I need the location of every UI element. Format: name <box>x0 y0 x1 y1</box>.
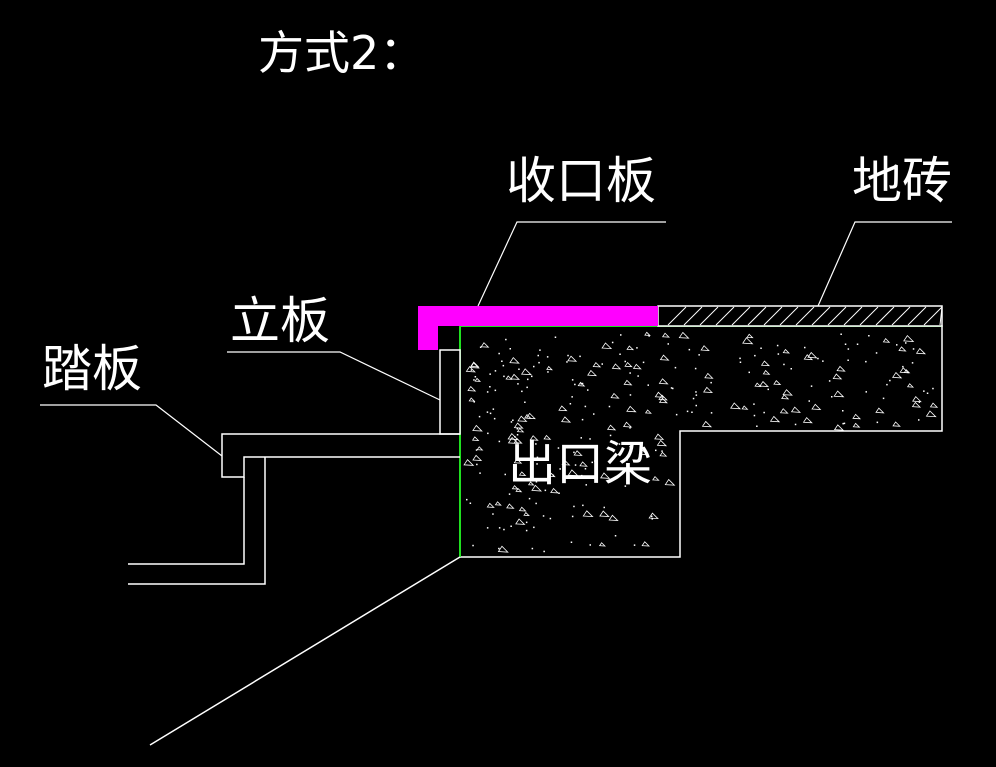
leader-riser <box>227 351 441 401</box>
label-cap-plate: 收口板 <box>506 152 656 210</box>
lower-step-inner <box>128 457 266 585</box>
label-exit-beam: 出口梁 <box>508 436 653 492</box>
concrete-texture <box>463 331 939 553</box>
drawing-title: 方式2： <box>258 26 426 80</box>
lower-step-outer <box>128 477 245 565</box>
leader-floor-tile <box>817 221 952 307</box>
stair-soffit <box>149 556 461 746</box>
cap-plate <box>418 306 658 350</box>
tread-plate <box>221 433 460 478</box>
label-floor-tile: 地砖 <box>852 152 952 210</box>
floor-tile-hatch <box>667 306 943 326</box>
leader-tread <box>40 404 223 457</box>
label-tread: 踏板 <box>42 340 142 398</box>
riser-plate <box>439 349 461 435</box>
leader-cap-plate <box>477 221 666 307</box>
label-riser: 立板 <box>230 292 330 350</box>
